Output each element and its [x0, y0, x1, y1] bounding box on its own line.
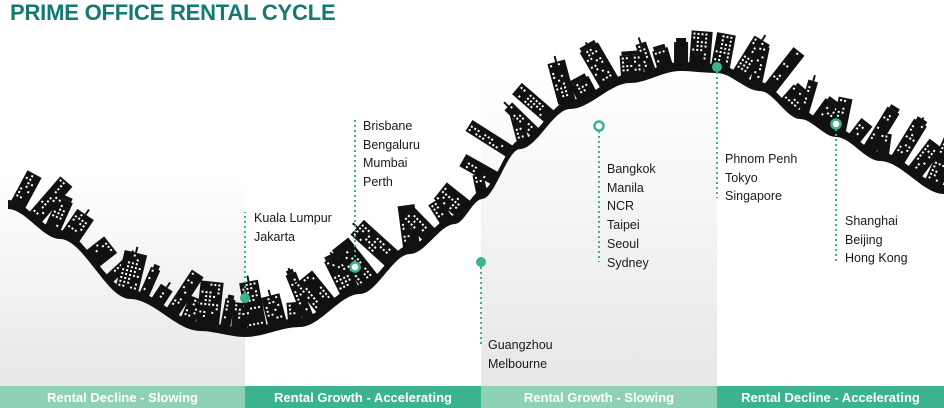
city-label: Sydney: [607, 255, 649, 270]
city-label: Melbourne: [488, 356, 548, 371]
city-label: Tokyo: [725, 170, 758, 185]
building-icon: [239, 275, 267, 331]
building-icon: [350, 219, 399, 267]
skyline-curve: [8, 30, 944, 345]
phase-label-growth-slowing: Rental Growth - Slowing: [481, 386, 717, 408]
building-icon: [848, 117, 873, 144]
building-icon: [750, 45, 770, 85]
building-icon: [459, 154, 499, 185]
city-group-shanghai: Shanghai Beijing Hong Kong: [845, 212, 908, 268]
city-label: Manila: [607, 180, 644, 195]
building-icon: [652, 43, 673, 69]
city-group-phnom-penh: Phnom Penh Tokyo Singapore: [725, 150, 797, 206]
building-icon: [711, 32, 736, 69]
city-label: Phnom Penh: [725, 152, 798, 166]
building-icon: [619, 50, 644, 77]
building-icon: [465, 120, 513, 157]
phase-label-decline-slowing: Rental Decline - Slowing: [0, 386, 245, 408]
page-title: PRIME OFFICE RENTAL CYCLE: [10, 0, 336, 25]
building-icon: [139, 263, 161, 298]
building-icon: [891, 116, 928, 165]
city-label: Shanghai: [845, 214, 898, 228]
building-icon: [799, 74, 819, 115]
city-label: Seoul: [607, 236, 639, 251]
city-label: Bangkok: [607, 162, 656, 176]
building-icon: [512, 82, 555, 123]
building-icon: [62, 208, 94, 242]
building-icon: [180, 295, 204, 325]
building-icon: [863, 104, 900, 154]
city-group-guangzhou: Guangzhou Melbourne: [488, 336, 553, 373]
city-label: NCR: [607, 199, 635, 214]
filled-marker: [476, 257, 486, 267]
building-icon: [28, 176, 73, 224]
city-group-brisbane: Brisbane Bengaluru Mumbai Perth: [363, 117, 420, 192]
city-label: Beijing: [845, 232, 883, 247]
building-icon: [674, 37, 689, 65]
building-icon: [294, 270, 336, 314]
filled-marker: [712, 62, 722, 72]
building-icon: [285, 267, 314, 321]
building-icon: [44, 193, 73, 234]
building-icon: [579, 39, 619, 89]
building-icon: [635, 37, 656, 74]
city-label: Kuala Lumpur: [254, 211, 332, 225]
phase-label-growth-accelerating: Rental Growth - Accelerating: [245, 386, 481, 408]
city-label: Mumbai: [363, 156, 408, 171]
building-icon: [166, 269, 204, 317]
building-icon: [115, 246, 148, 295]
city-label: Jakarta: [254, 229, 295, 244]
building-icon: [220, 294, 236, 329]
building-icon: [547, 55, 576, 105]
city-group-bangkok: Bangkok Manila NCR Taipei Seoul Sydney: [607, 160, 656, 272]
building-icon: [196, 280, 224, 326]
building-icon: [907, 138, 944, 178]
building-icon: [764, 47, 805, 93]
phase-label-decline-accelerating: Rental Decline - Accelerating: [717, 386, 944, 408]
building-icon: [503, 101, 540, 137]
city-label: Bengaluru: [363, 137, 420, 152]
building-icon: [428, 197, 452, 224]
city-group-kuala-lumpur: Kuala Lumpur Jakarta: [254, 209, 332, 246]
city-label: Brisbane: [363, 119, 413, 133]
city-label: Guangzhou: [488, 338, 553, 352]
filled-marker: [240, 293, 250, 303]
building-icon: [433, 182, 472, 219]
building-icon: [260, 289, 287, 327]
hollow-marker: [593, 120, 605, 132]
building-icon: [324, 250, 358, 295]
city-label: Singapore: [725, 189, 782, 204]
city-label: Perth: [363, 175, 393, 190]
building-icon: [400, 205, 436, 241]
city-label: Hong Kong: [845, 251, 908, 266]
city-label: Taipei: [607, 218, 640, 233]
building-icon: [877, 132, 892, 156]
hollow-marker: [830, 118, 842, 130]
hollow-marker: [349, 261, 361, 273]
building-icon: [689, 30, 713, 66]
building-icon: [10, 170, 42, 209]
